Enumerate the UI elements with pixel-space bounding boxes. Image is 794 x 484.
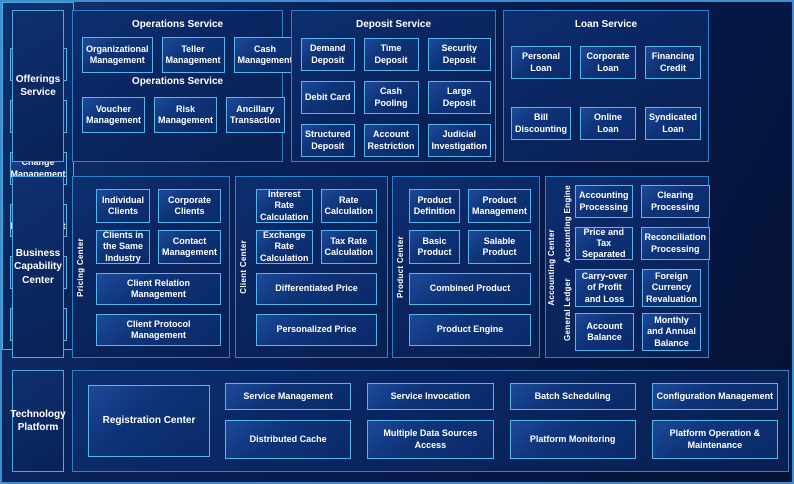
box-contact-management: Contact Management <box>157 230 221 264</box>
accounting-center-panel: Accounting Center Accounting Engine Acco… <box>545 176 711 358</box>
box-clients-same-industry: Clients in the Same Industry <box>96 230 150 264</box>
box-individual-clients: Individual Clients <box>96 189 150 223</box>
box-risk-management: Risk Management <box>154 97 218 133</box>
box-product-management: Product Management <box>468 189 531 223</box>
box-bill-discounting: Bill Discounting <box>511 107 571 140</box>
box-syndicated-loan: Syndicated Loan <box>644 107 701 140</box>
box-distributed-cache: Distributed Cache <box>225 420 352 459</box>
box-judicial-investigation: Judicial Investigation <box>427 124 492 157</box>
technology-platform-panel: Registration Center Service Management S… <box>72 370 789 472</box>
box-teller-management: Teller Management <box>161 37 225 73</box>
box-organizational-management: Organizational Management <box>82 37 153 73</box>
box-security-deposit: Security Deposit <box>427 38 492 71</box>
box-carry-over-profit-loss: Carry-over of Profit and Loss <box>575 269 634 307</box>
operations-service-panel: Operations Service Organizational Manage… <box>72 10 297 162</box>
box-personalized-price: Personalized Price <box>256 314 377 346</box>
box-personal-loan: Personal Loan <box>511 46 571 79</box>
product-center-panel: Product Center Product Definition Produc… <box>392 176 540 358</box>
box-tax-rate-calculation: Tax Rate Calculation <box>320 230 378 264</box>
business-capability-center-label: Business Capability Center <box>12 176 64 358</box>
client-center-panel: Client Center Interest Rate Calculation … <box>235 176 388 358</box>
box-corporate-loan: Corporate Loan <box>579 46 636 79</box>
pricing-center-vlabel: Pricing Center <box>76 237 85 297</box>
box-structured-deposit: Structured Deposit <box>301 124 355 157</box>
general-ledger-vlabel: General Ledger <box>563 278 572 342</box>
box-client-protocol-management: Client Protocol Management <box>96 314 221 346</box>
box-corporate-clients: Corporate Clients <box>157 189 221 223</box>
client-center-vlabel: Client Center <box>239 240 248 294</box>
box-cash-management: Cash Management <box>233 37 297 73</box>
box-account-restriction: Account Restriction <box>363 124 419 157</box>
box-demand-deposit: Demand Deposit <box>301 38 355 71</box>
box-price-and-tax-separated: Price and Tax Separated <box>575 227 633 260</box>
pricing-center-panel: Pricing Center Individual Clients Corpor… <box>72 176 230 358</box>
box-basic-product: Basic Product <box>409 230 460 264</box>
box-foreign-currency-revaluation: Foreign Currency Revaluation <box>641 269 701 307</box>
box-registration-center: Registration Center <box>88 385 210 457</box>
box-online-loan: Online Loan <box>579 107 636 140</box>
box-product-definition: Product Definition <box>409 189 460 223</box>
offerings-service-label: Offerings Service <box>12 10 64 162</box>
loan-service-panel: Loan Service Personal Loan Corporate Loa… <box>503 10 709 162</box>
box-combined-product: Combined Product <box>409 273 531 305</box>
box-interest-rate-calculation: Interest Rate Calculation <box>256 189 313 223</box>
deposit-service-title: Deposit Service <box>355 19 432 30</box>
box-voucher-management: Voucher Management <box>82 97 146 133</box>
box-large-deposit: Large Deposit <box>427 81 492 114</box>
box-financing-credit: Financing Credit <box>644 46 701 79</box>
box-account-balance: Account Balance <box>575 313 634 351</box>
box-clearing-processing: Clearing Processing <box>640 185 711 218</box>
box-exchange-rate-calculation: Exchange Rate Calculation <box>256 230 313 264</box>
box-time-deposit: Time Deposit <box>363 38 419 71</box>
box-ancillary-transaction: Ancillary Transaction <box>226 97 285 133</box>
box-multiple-data-sources-access: Multiple Data Sources Access <box>367 420 494 459</box>
product-center-vlabel: Product Center <box>396 236 405 298</box>
box-batch-scheduling: Batch Scheduling <box>509 383 636 411</box>
box-cash-pooling: Cash Pooling <box>363 81 419 114</box>
loan-service-title: Loan Service <box>574 19 638 30</box>
accounting-engine-group: Accounting Engine Accounting Processing … <box>560 185 711 263</box>
box-accounting-processing: Accounting Processing <box>575 185 633 218</box>
box-platform-operation-maintenance: Platform Operation & Maintenance <box>651 420 778 459</box>
box-client-relation-management: Client Relation Management <box>96 273 221 305</box>
general-ledger-group: General Ledger Carry-over of Profit and … <box>560 269 701 351</box>
deposit-service-panel: Deposit Service Demand Deposit Time Depo… <box>291 10 496 162</box>
box-service-management: Service Management <box>225 383 352 411</box>
box-monthly-annual-balance: Monthly and Annual Balance <box>641 313 701 351</box>
box-platform-monitoring: Platform Monitoring <box>509 420 636 459</box>
operations-service-subtitle: Operations Service <box>131 76 224 87</box>
operations-service-title: Operations Service <box>131 19 224 30</box>
technology-platform-label: Technology Platform <box>10 370 66 472</box>
box-salable-product: Salable Product <box>468 230 531 264</box>
box-debit-card: Debit Card <box>301 81 355 114</box>
accounting-center-vlabel: Accounting Center <box>547 228 556 306</box>
accounting-engine-vlabel: Accounting Engine <box>563 185 572 263</box>
box-rate-calculation: Rate Calculation <box>320 189 378 223</box>
box-service-invocation: Service Invocation <box>367 383 494 411</box>
box-differentiated-price: Differentiated Price <box>256 273 377 305</box>
box-configuration-management: Configuration Management <box>651 383 778 411</box>
box-product-engine: Product Engine <box>409 314 531 346</box>
box-reconciliation-processing: Reconciliation Processing <box>640 227 711 260</box>
